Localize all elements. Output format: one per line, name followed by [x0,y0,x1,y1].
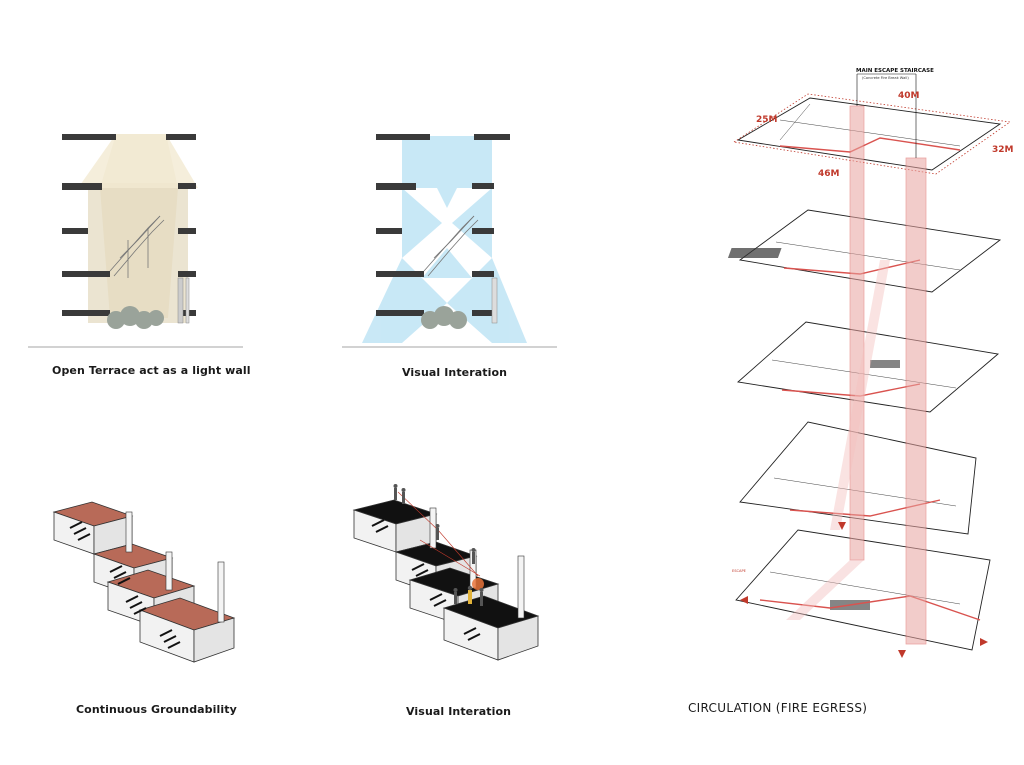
floor-plate-roof [736,97,1002,171]
visual-section-diagram [342,134,557,348]
dim-25m: 25M [756,115,778,125]
staircase-subtitle: (Concrete Fire Break Wall) [862,76,909,80]
dim-46m: 46M [818,169,840,179]
floor-plate-1 [735,529,991,651]
floor-plate-3 [736,321,1000,413]
terrace-section-diagram [28,134,243,348]
fire-egress-axo-diagram: MAIN ESCAPE STAIRCASE (Concrete Fire Bre… [727,68,1014,658]
caption-visual-bottom: Visual Interation [406,705,512,718]
groundability-axo-diagram [52,501,236,663]
caption-visual-top: Visual Interation [402,366,508,379]
staircase-title: MAIN ESCAPE STAIRCASE [856,68,934,74]
floor-plate-4 [738,209,1002,293]
caption-circulation: CIRCULATION (FIRE EGRESS) [688,701,868,715]
escape-label: ESCAPE [732,569,747,573]
visual-axo-diagram [352,484,540,661]
escape-shaft-right [905,157,927,645]
caption-groundability: Continuous Groundability [76,703,237,716]
dim-32m: 32M [992,145,1014,155]
caption-terrace: Open Terrace act as a light wall [52,364,251,377]
escape-shaft-left [849,105,865,561]
dim-40m: 40M [898,91,920,101]
